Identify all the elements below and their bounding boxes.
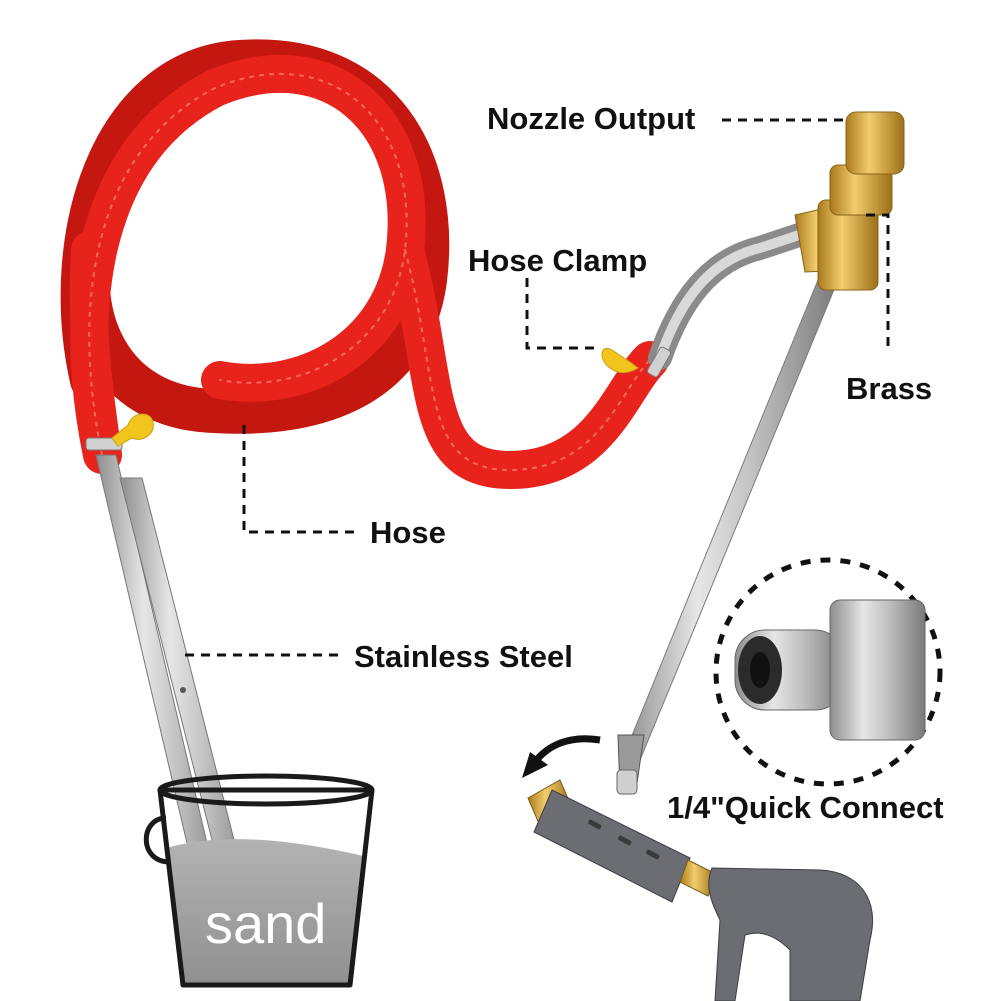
brass-nozzle	[794, 111, 905, 291]
quick-connect-inset	[713, 557, 943, 787]
left-hose-clamp	[85, 413, 154, 451]
red-hose	[60, 39, 669, 490]
label-nozzle-output: Nozzle Output	[487, 101, 696, 136]
leader-lines	[185, 118, 890, 657]
clamp-key-icon	[111, 413, 154, 447]
label-hose: Hose	[370, 515, 446, 550]
hose-coil-back	[60, 39, 450, 434]
label-quick-connect: 1/4"Quick Connect	[667, 790, 944, 825]
label-sand: sand	[205, 892, 327, 955]
clamp-key-icon	[601, 347, 639, 374]
curved-arrow-icon	[522, 735, 601, 778]
sand-bucket	[143, 773, 375, 988]
bucket-handle	[143, 815, 171, 865]
label-hose-clamp: Hose Clamp	[468, 243, 648, 278]
leader-hose	[242, 425, 358, 534]
leader-brass	[866, 213, 890, 350]
label-brass: Brass	[846, 371, 933, 406]
spray-gun	[527, 779, 874, 1001]
leader-hose-clamp	[525, 278, 598, 350]
hose-down-left	[69, 231, 122, 474]
label-stainless-steel: Stainless Steel	[354, 639, 573, 674]
